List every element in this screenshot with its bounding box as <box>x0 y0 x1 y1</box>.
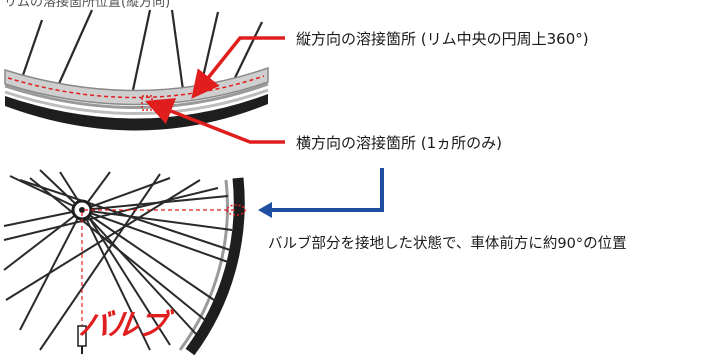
horizontal-weld-marker-wheel <box>226 204 246 216</box>
rim-arc <box>178 179 229 351</box>
tire-arc <box>185 177 245 356</box>
circumferential-weld-line <box>7 75 265 99</box>
tire-closeup <box>5 94 268 131</box>
label-horizontal-weld: 横方向の溶接箇所 (1ヵ所のみ) <box>296 134 503 152</box>
blue-arrow-valve-position <box>270 168 384 212</box>
red-arrow-horizontal-weld <box>144 98 285 144</box>
wheel-diagram <box>3 169 246 356</box>
red-arrow-vertical-weld <box>191 36 285 99</box>
label-valve-position: バルブ部分を接地した状態で、車体前方に約90°の位置 <box>268 236 627 252</box>
rim-closeup <box>4 9 269 131</box>
rim-closeup-spokes <box>20 9 263 91</box>
label-vertical-weld: 縦方向の溶接箇所 (リム中央の円周上360°) <box>296 30 589 48</box>
valve-label: バルブ <box>77 308 169 343</box>
top-caption-fragment: リムの溶接箇所位置(縦方向) <box>4 0 171 10</box>
